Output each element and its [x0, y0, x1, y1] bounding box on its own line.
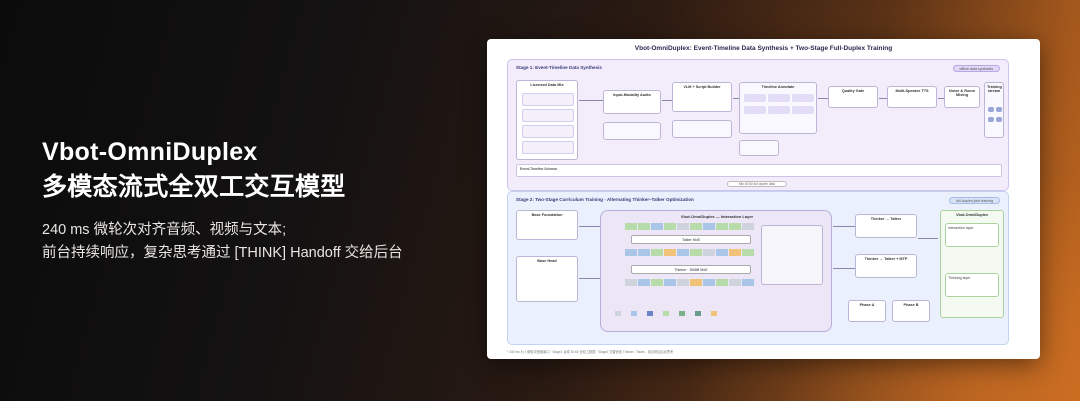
output-panel: Vbot-OmniDuplex Interaction layer Thinki…	[940, 210, 1004, 318]
thinking-layer-out: Thinking layer	[945, 273, 999, 297]
stage1-pill: offline data synthesis	[952, 65, 1000, 72]
thinker-box: Thinker · 3B/8B MoE	[631, 265, 751, 274]
input-audio-note	[603, 122, 661, 140]
figure-footer: * 240 ms 为 1 微轮次音频窗口 · Stage1 合成 40:60 全…	[507, 350, 674, 354]
vlm-script-note	[672, 120, 732, 138]
interaction-layer-panel: Vbot-OmniDuplex — Interaction Layer Talk…	[600, 210, 832, 332]
timeline-note	[739, 140, 779, 156]
quality-gate-box: Quality Gate	[828, 86, 878, 108]
token-bar-1	[625, 223, 755, 230]
mix-ratio-label: Mix 40:60 full duplex data	[727, 181, 787, 187]
hero-title-zh: 多模态流式全双工交互模型	[42, 173, 346, 201]
hero-text: Vbot-OmniDuplex 多模态流式全双工交互模型 240 ms 微轮次对…	[42, 136, 482, 265]
phase-a-box: Phase A	[848, 300, 886, 322]
input-audio-box: Input-Modality Audio	[603, 90, 661, 114]
thinker-talker-mtp-box: Thinker → Talker + MTP	[855, 254, 917, 278]
thinker-talker-box: Thinker → Talker	[855, 214, 917, 238]
phase-b-box: Phase B	[892, 300, 930, 322]
token-bar-3	[625, 279, 755, 286]
hero-title-en: Vbot-OmniDuplex	[42, 138, 258, 166]
stage2-label: Stage 2: Two-Stage Curriculum Training ·…	[516, 197, 694, 202]
timeline-schema-row: Event-Timeline Schema	[516, 164, 1002, 177]
legend-row	[615, 311, 819, 321]
stage1-label: Stage 1: Event-Timeline Data Synthesis	[516, 65, 602, 70]
noise-mix-box: Noise & Room Mixing	[944, 86, 980, 108]
base-head-box: Base Head	[516, 256, 578, 302]
base-foundation-box: Base Foundation	[516, 210, 578, 240]
training-stream-box: Training stream	[984, 82, 1004, 138]
figure-title: Vbot-OmniDuplex: Event-Timeline Data Syn…	[634, 45, 893, 52]
interaction-layer-title: Vbot-OmniDuplex — Interaction Layer	[680, 214, 754, 219]
vlm-script-box: VLM + Script Builder	[672, 82, 732, 112]
hero-subtitle: 240 ms 微轮次对齐音频、视频与文本; 前台持续响应，复杂思考通过 [THI…	[42, 219, 482, 265]
controller-box	[761, 225, 823, 285]
stage2-panel: Stage 2: Two-Stage Curriculum Training ·…	[507, 191, 1009, 345]
tts-box: Multi-Speaker TTS	[887, 86, 937, 108]
hero-subtitle-line2: 前台持续响应，复杂思考通过 [THINK] Handoff 交给后台	[42, 245, 403, 261]
stage2-pill: full-duplex joint training	[949, 197, 1000, 204]
stage1-panel: Stage 1: Event-Timeline Data Synthesis o…	[507, 59, 1009, 191]
timeline-annotate-box: Timeline Annotate	[739, 82, 817, 134]
hero-subtitle-line1: 240 ms 微轮次对齐音频、视频与文本;	[42, 222, 287, 238]
talker-box: Talker MoE	[631, 235, 751, 244]
token-bar-2	[625, 249, 755, 256]
architecture-figure: Vbot-OmniDuplex: Event-Timeline Data Syn…	[487, 39, 1040, 359]
licensed-data-box: Licensed Data Mix	[516, 80, 578, 160]
interaction-layer-out: Interaction layer	[945, 223, 999, 247]
